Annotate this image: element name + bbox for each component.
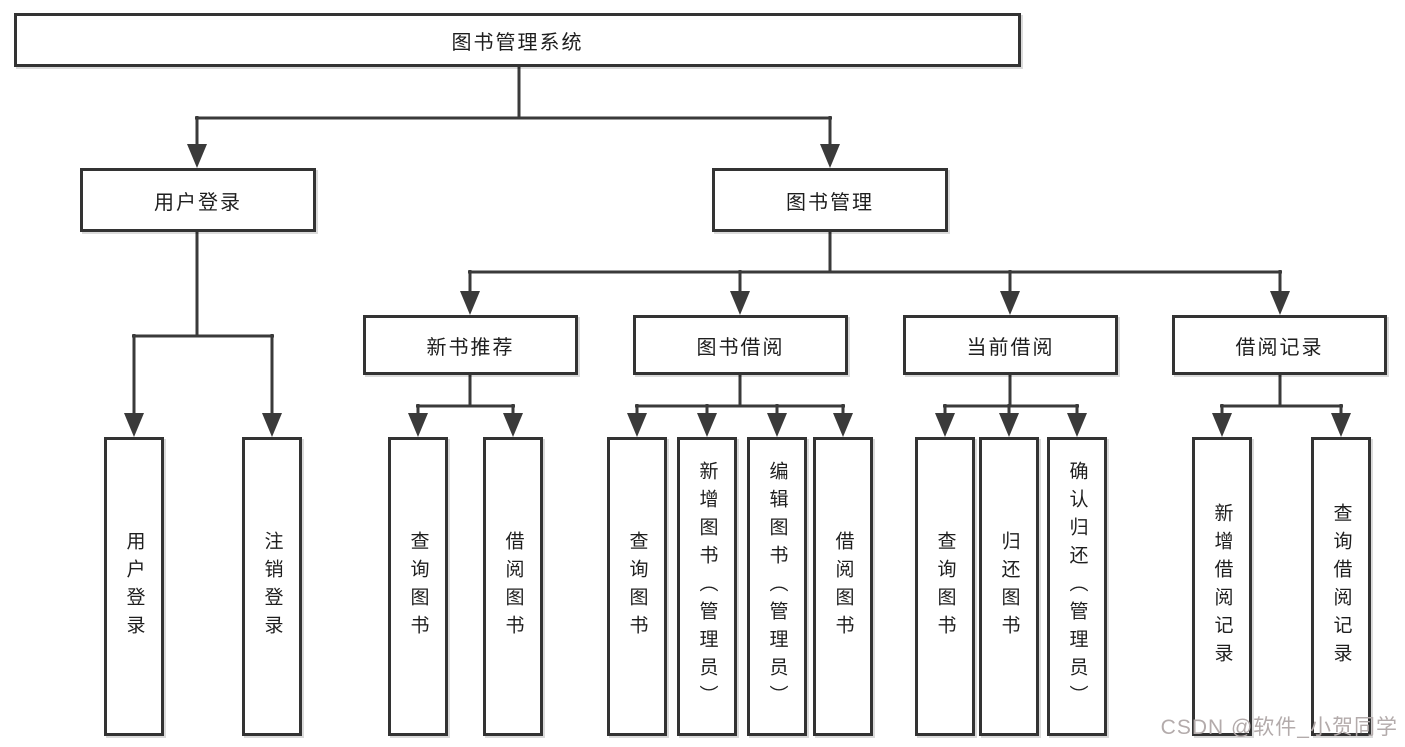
node-user-login: 用户登录 (80, 168, 316, 232)
connector-recommend-to-leaves (408, 373, 523, 437)
leaf-recommend-borrow-books: 借阅图书 (483, 437, 543, 736)
node-root: 图书管理系统 (14, 13, 1021, 67)
node-new-book-recommend: 新书推荐 (363, 315, 578, 375)
connector-root-to-level2 (187, 67, 840, 168)
leaf-borrow-borrow-books-label: 借阅图书 (832, 530, 854, 643)
leaf-borrow-add-books-admin-label: 新增图书（管理员） (696, 460, 718, 713)
leaf-records-add-borrow-record-label: 新增借阅记录 (1211, 502, 1233, 671)
leaf-borrow-query-books-label: 查询图书 (626, 530, 648, 643)
connector-login-to-leaves (124, 230, 282, 437)
leaf-borrow-edit-books-admin-label: 编辑图书（管理员） (766, 460, 788, 713)
node-book-management: 图书管理 (712, 168, 948, 232)
leaf-borrow-edit-books-admin: 编辑图书（管理员） (747, 437, 807, 736)
leaf-records-add-borrow-record: 新增借阅记录 (1192, 437, 1252, 736)
leaf-recommend-query-books: 查询图书 (388, 437, 448, 736)
leaf-borrow-query-books: 查询图书 (607, 437, 667, 736)
leaf-logout: 注销登录 (242, 437, 302, 736)
node-current-borrow-label: 当前借阅 (966, 336, 1055, 359)
leaf-current-query-books: 查询图书 (915, 437, 975, 736)
node-user-login-label: 用户登录 (154, 191, 242, 214)
node-borrow-records-label: 借阅记录 (1235, 336, 1324, 359)
leaf-current-confirm-return-admin-label: 确认归还（管理员） (1066, 460, 1088, 713)
leaf-current-return-books: 归还图书 (979, 437, 1039, 736)
node-new-book-recommend-label: 新书推荐 (426, 336, 515, 359)
leaf-recommend-query-books-label: 查询图书 (407, 530, 429, 643)
leaf-borrow-add-books-admin: 新增图书（管理员） (677, 437, 737, 736)
node-root-label: 图书管理系统 (451, 31, 584, 54)
leaf-logout-label: 注销登录 (261, 530, 283, 643)
connector-mgmt-to-level3 (460, 230, 1290, 315)
connector-current-to-leaves (935, 373, 1087, 437)
leaf-user-login: 用户登录 (104, 437, 164, 736)
leaf-borrow-borrow-books: 借阅图书 (813, 437, 873, 736)
leaf-records-query-borrow-record: 查询借阅记录 (1311, 437, 1371, 736)
node-book-borrow-label: 图书借阅 (696, 336, 785, 359)
leaf-records-query-borrow-record-label: 查询借阅记录 (1330, 502, 1352, 671)
node-borrow-records: 借阅记录 (1172, 315, 1387, 375)
leaf-current-return-books-label: 归还图书 (998, 530, 1020, 643)
node-current-borrow: 当前借阅 (903, 315, 1118, 375)
node-book-borrow: 图书借阅 (633, 315, 848, 375)
leaf-current-query-books-label: 查询图书 (934, 530, 956, 643)
leaf-recommend-borrow-books-label: 借阅图书 (502, 530, 524, 643)
connector-borrow-to-leaves (627, 373, 853, 437)
leaf-user-login-label: 用户登录 (123, 530, 145, 643)
node-book-management-label: 图书管理 (786, 191, 874, 214)
connector-records-to-leaves (1212, 373, 1351, 437)
csdn-watermark: CSDN @软件_小贺同学 (1160, 716, 1398, 739)
leaf-current-confirm-return-admin: 确认归还（管理员） (1047, 437, 1107, 736)
